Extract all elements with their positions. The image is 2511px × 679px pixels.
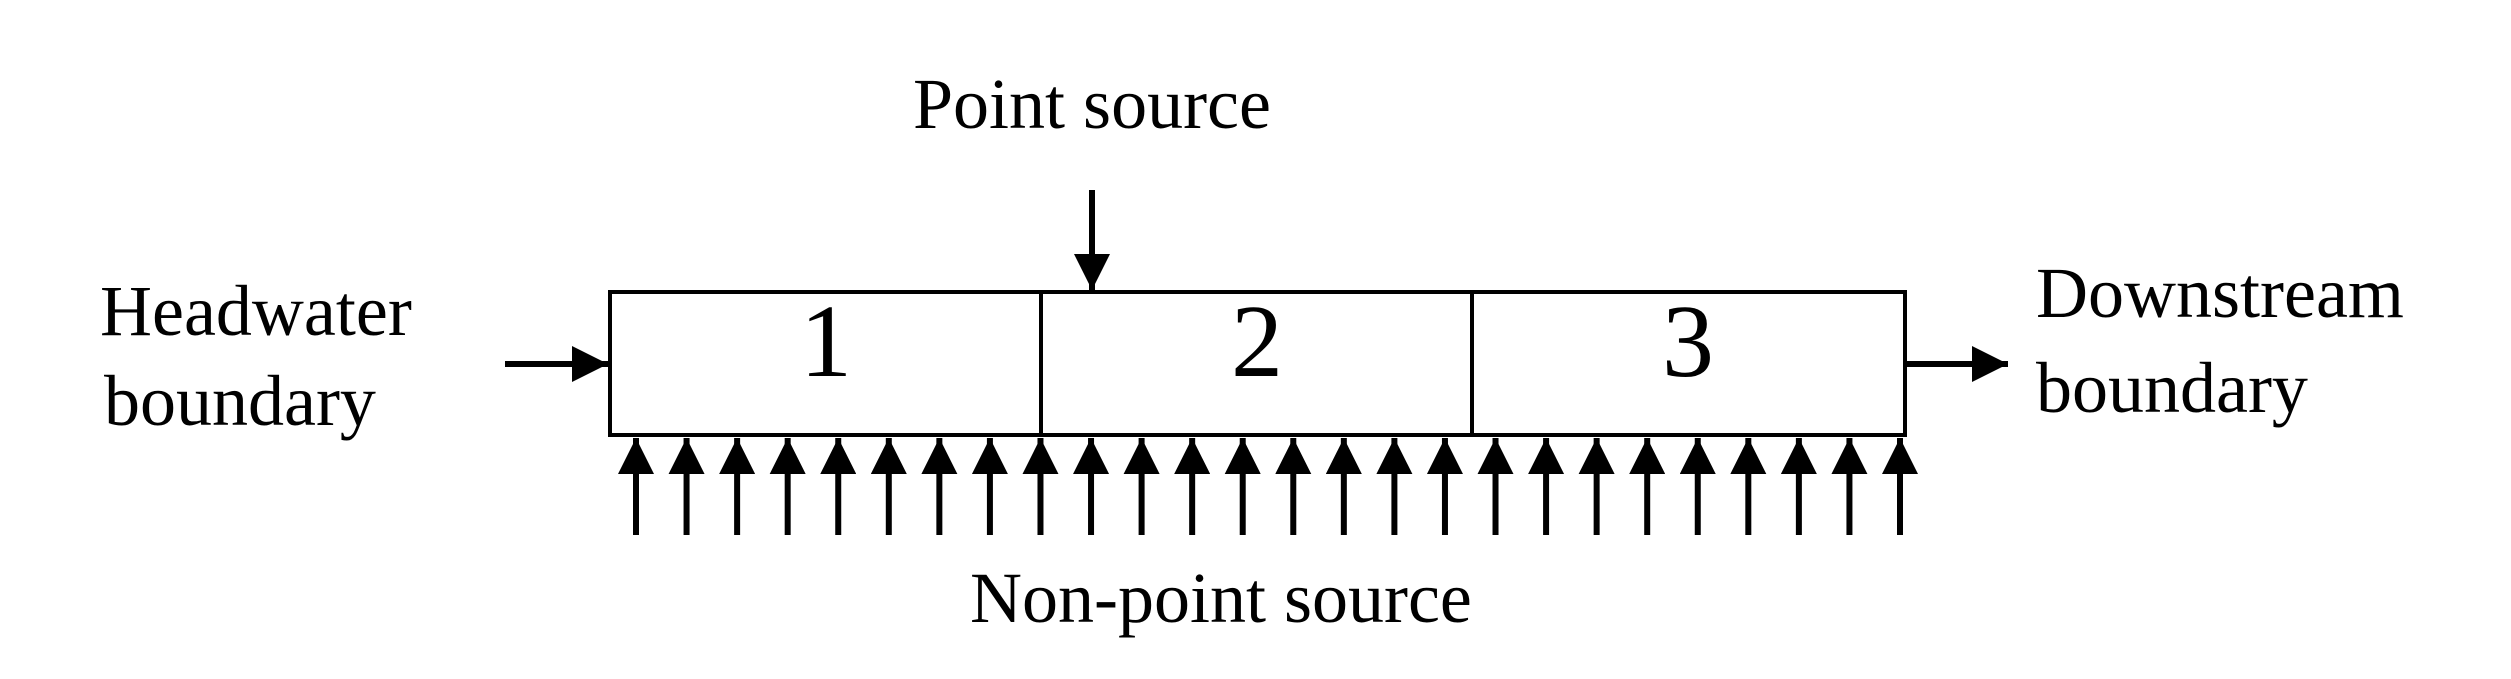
downstream-label-line1: Downstream	[2036, 253, 2404, 333]
non-point-source-label: Non-point source	[970, 558, 1472, 638]
downstream-label-line2: boundary	[2036, 348, 2308, 428]
segment-label-1: 1	[800, 284, 852, 399]
segment-label-2: 2	[1231, 284, 1283, 399]
point-source-label: Point source	[913, 64, 1271, 144]
segment-label-3: 3	[1662, 284, 1714, 399]
non-point-source-arrows	[618, 438, 1918, 535]
headwater-label-line1: Headwater	[100, 271, 412, 351]
headwater-label-line2: boundary	[104, 361, 376, 441]
